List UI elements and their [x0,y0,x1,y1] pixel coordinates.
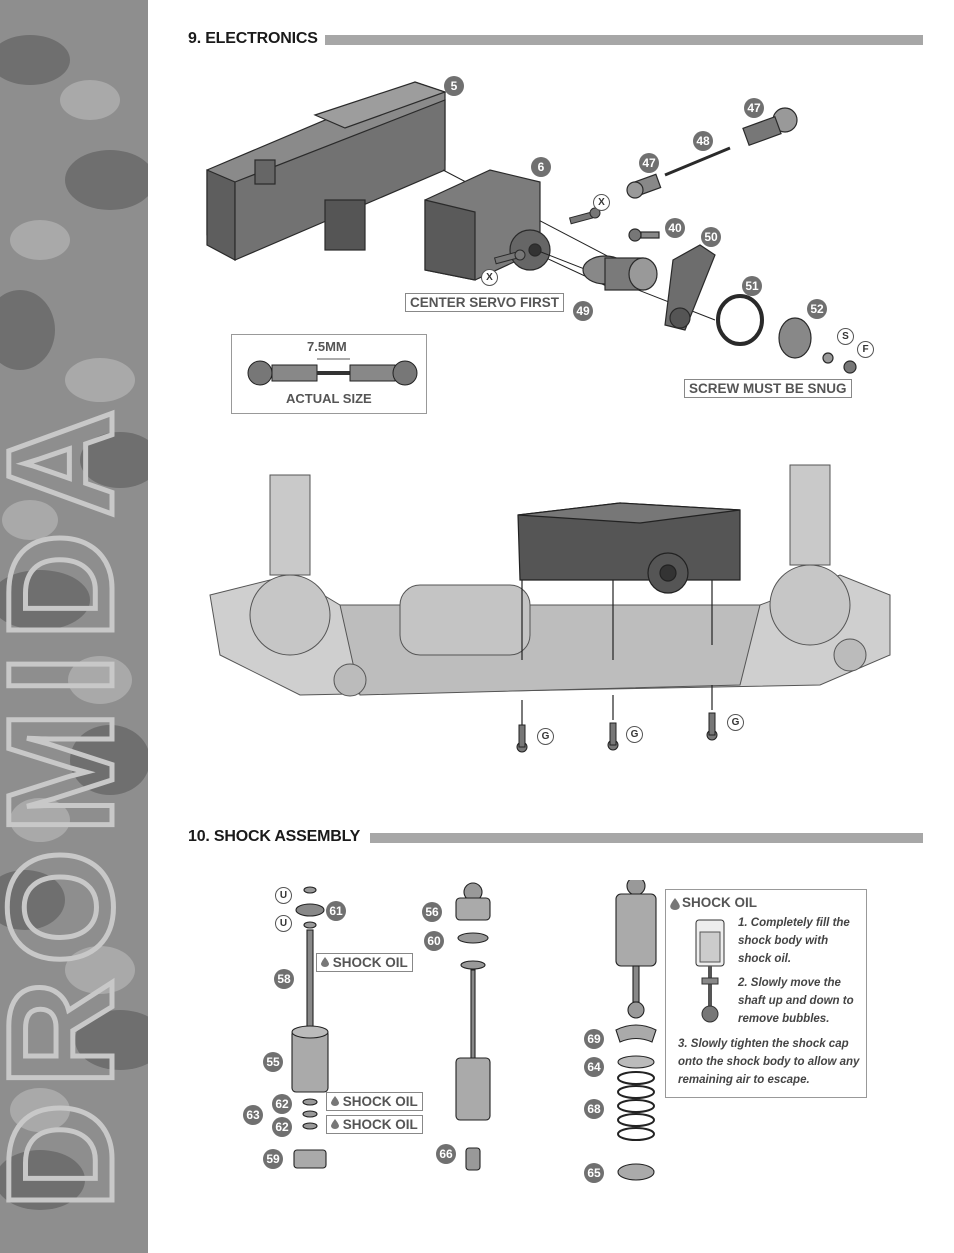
shock-oil-step-2: 2. Slowly move the shaft up and down to … [738,977,854,1025]
shock-oil-label-3: SHOCK OIL [326,1115,423,1134]
shock-oil-instructions: SHOCK OIL 1. Completely fill the shock b… [665,889,867,1098]
brand-logo: DROMIDA [0,393,147,1213]
part-callout-47: 47 [744,98,764,118]
part-callout-51: 51 [742,276,762,296]
part-callout-69: 69 [584,1029,604,1049]
actual-size-label: ACTUAL SIZE [286,391,372,406]
part-callout-60: 60 [424,931,444,951]
actual-size-box: 7.5MM ACTUAL SIZE [231,334,427,414]
section-10-title: 10. SHOCK ASSEMBLY [188,828,361,845]
part-callout-40: 40 [665,218,685,238]
turnbuckle-illustration [247,358,418,386]
shock-oil-panel-title: SHOCK OIL [682,895,758,910]
part-callout-68: 68 [584,1099,604,1119]
center-servo-note: CENTER SERVO FIRST [405,293,565,312]
shock-oil-label-2: SHOCK OIL [326,1092,423,1111]
part-callout-62: 62 [272,1094,292,1114]
shock-oil-text-2: SHOCK OIL [342,1094,418,1109]
part-callout-64: 64 [584,1057,604,1077]
part-callout-56: 56 [422,902,442,922]
part-callout-55: 55 [263,1052,283,1072]
hardware-letter-x2: X [481,269,498,286]
part-callout-49: 49 [573,301,593,321]
part-callout-61: 61 [326,901,346,921]
hardware-letter-g1: G [537,728,554,745]
brand-text: DROMIDA [0,395,144,1210]
part-callout-5: 5 [444,76,464,96]
oil-drop-icon [331,1119,339,1129]
shock-oil-step-1: 1. Completely fill the shock body with s… [738,917,850,965]
oil-drop-icon [331,1096,339,1106]
hardware-letter-g3: G [727,714,744,731]
camo-sidebar: DROMIDA [0,0,148,1253]
shock-oil-step-3: 3. Slowly tighten the shock cap onto the… [678,1038,860,1086]
part-callout-6: 6 [531,157,551,177]
hardware-letter-f: F [857,341,874,358]
chassis-illustration [209,464,891,753]
section-9-rule [325,35,923,45]
part-callout-66: 66 [436,1144,456,1164]
part-callout-48: 48 [693,131,713,151]
hardware-letter-s: S [837,328,854,345]
part-callout-47b: 47 [639,153,659,173]
part-callout-52: 52 [807,299,827,319]
shock-oil-text-1: SHOCK OIL [332,955,408,970]
screw-snug-note: SCREW MUST BE SNUG [684,379,852,398]
section-10-rule [370,833,923,843]
oil-drop-icon [321,957,329,967]
part-callout-65: 65 [584,1163,604,1183]
part-callout-63: 63 [243,1105,263,1125]
shock-oil-text-3: SHOCK OIL [342,1117,418,1132]
part-callout-50: 50 [701,227,721,247]
hardware-letter-x: X [593,194,610,211]
shock-bleed-illustration [695,919,725,1023]
part-callout-58: 58 [274,969,294,989]
camo-pattern [0,0,148,1253]
part-callout-62b: 62 [272,1117,292,1137]
hardware-letter-g2: G [626,726,643,743]
shock-oil-label-1: SHOCK OIL [316,953,413,972]
part-callout-59: 59 [263,1149,283,1169]
oil-drop-icon [670,898,680,910]
shock-exploded-illustration [291,880,657,1181]
electronics-exploded-illustration [206,81,857,374]
measure-label: 7.5MM [307,339,347,354]
section-9-title: 9. ELECTRONICS [188,30,318,47]
hardware-letter-u1: U [275,887,292,904]
hardware-letter-u2: U [275,915,292,932]
